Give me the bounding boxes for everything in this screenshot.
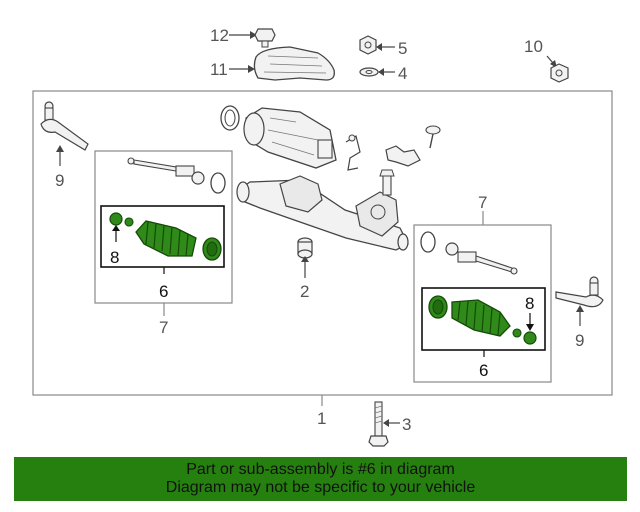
- callout-12: 12: [210, 26, 229, 45]
- callout-6-left: 6: [159, 282, 168, 301]
- callout-8-right: 8: [525, 294, 534, 313]
- left-boot-kit-frame-6: [100, 205, 225, 268]
- part-6-right-rack-boot-kit[interactable]: 8: [428, 294, 537, 345]
- parts-diagram: 12 11 5 4 10: [32, 26, 613, 447]
- callout-2: 2: [300, 282, 309, 301]
- callout-3: 3: [402, 415, 411, 434]
- callout-8-left: 8: [110, 248, 119, 267]
- part-1-steering-gear-assembly[interactable]: [220, 105, 441, 251]
- part-6-left-rack-boot-kit[interactable]: 8: [109, 212, 222, 267]
- callout-10: 10: [524, 37, 543, 56]
- part-12-bolt[interactable]: 12: [210, 26, 276, 48]
- part-10-nut[interactable]: 10: [524, 37, 569, 83]
- part-2-mount-bushing[interactable]: 2: [297, 237, 313, 301]
- banner-line-2: Diagram may not be specific to your vehi…: [165, 479, 476, 496]
- part-3-bolt[interactable]: 3: [368, 401, 411, 447]
- part-9-right-outer-tie-rod-end[interactable]: 9: [555, 276, 604, 350]
- callout-11: 11: [210, 60, 228, 79]
- part-4-washer[interactable]: 4: [359, 64, 407, 83]
- part-7-right-inner-tie-rod[interactable]: [420, 231, 518, 275]
- callout-7-right: 7: [478, 193, 487, 212]
- info-banner: Part or sub-assembly is #6 in diagram Di…: [14, 457, 627, 501]
- part-5-nut[interactable]: 5: [359, 35, 407, 58]
- callout-9-right: 9: [575, 331, 584, 350]
- callout-5: 5: [398, 39, 407, 58]
- right-group-frame-7: [413, 224, 552, 383]
- part-7-left-inner-tie-rod[interactable]: [127, 157, 226, 194]
- callout-4: 4: [398, 64, 407, 83]
- part-11-heat-shield[interactable]: 11: [210, 46, 335, 81]
- banner-line-1: Part or sub-assembly is #6 in diagram: [186, 461, 455, 478]
- part-9-left-outer-tie-rod-end[interactable]: 9: [40, 101, 89, 190]
- callout-9-left: 9: [55, 171, 64, 190]
- callout-6-right: 6: [479, 361, 488, 380]
- callout-7-left: 7: [159, 318, 168, 337]
- callout-1: 1: [317, 409, 326, 428]
